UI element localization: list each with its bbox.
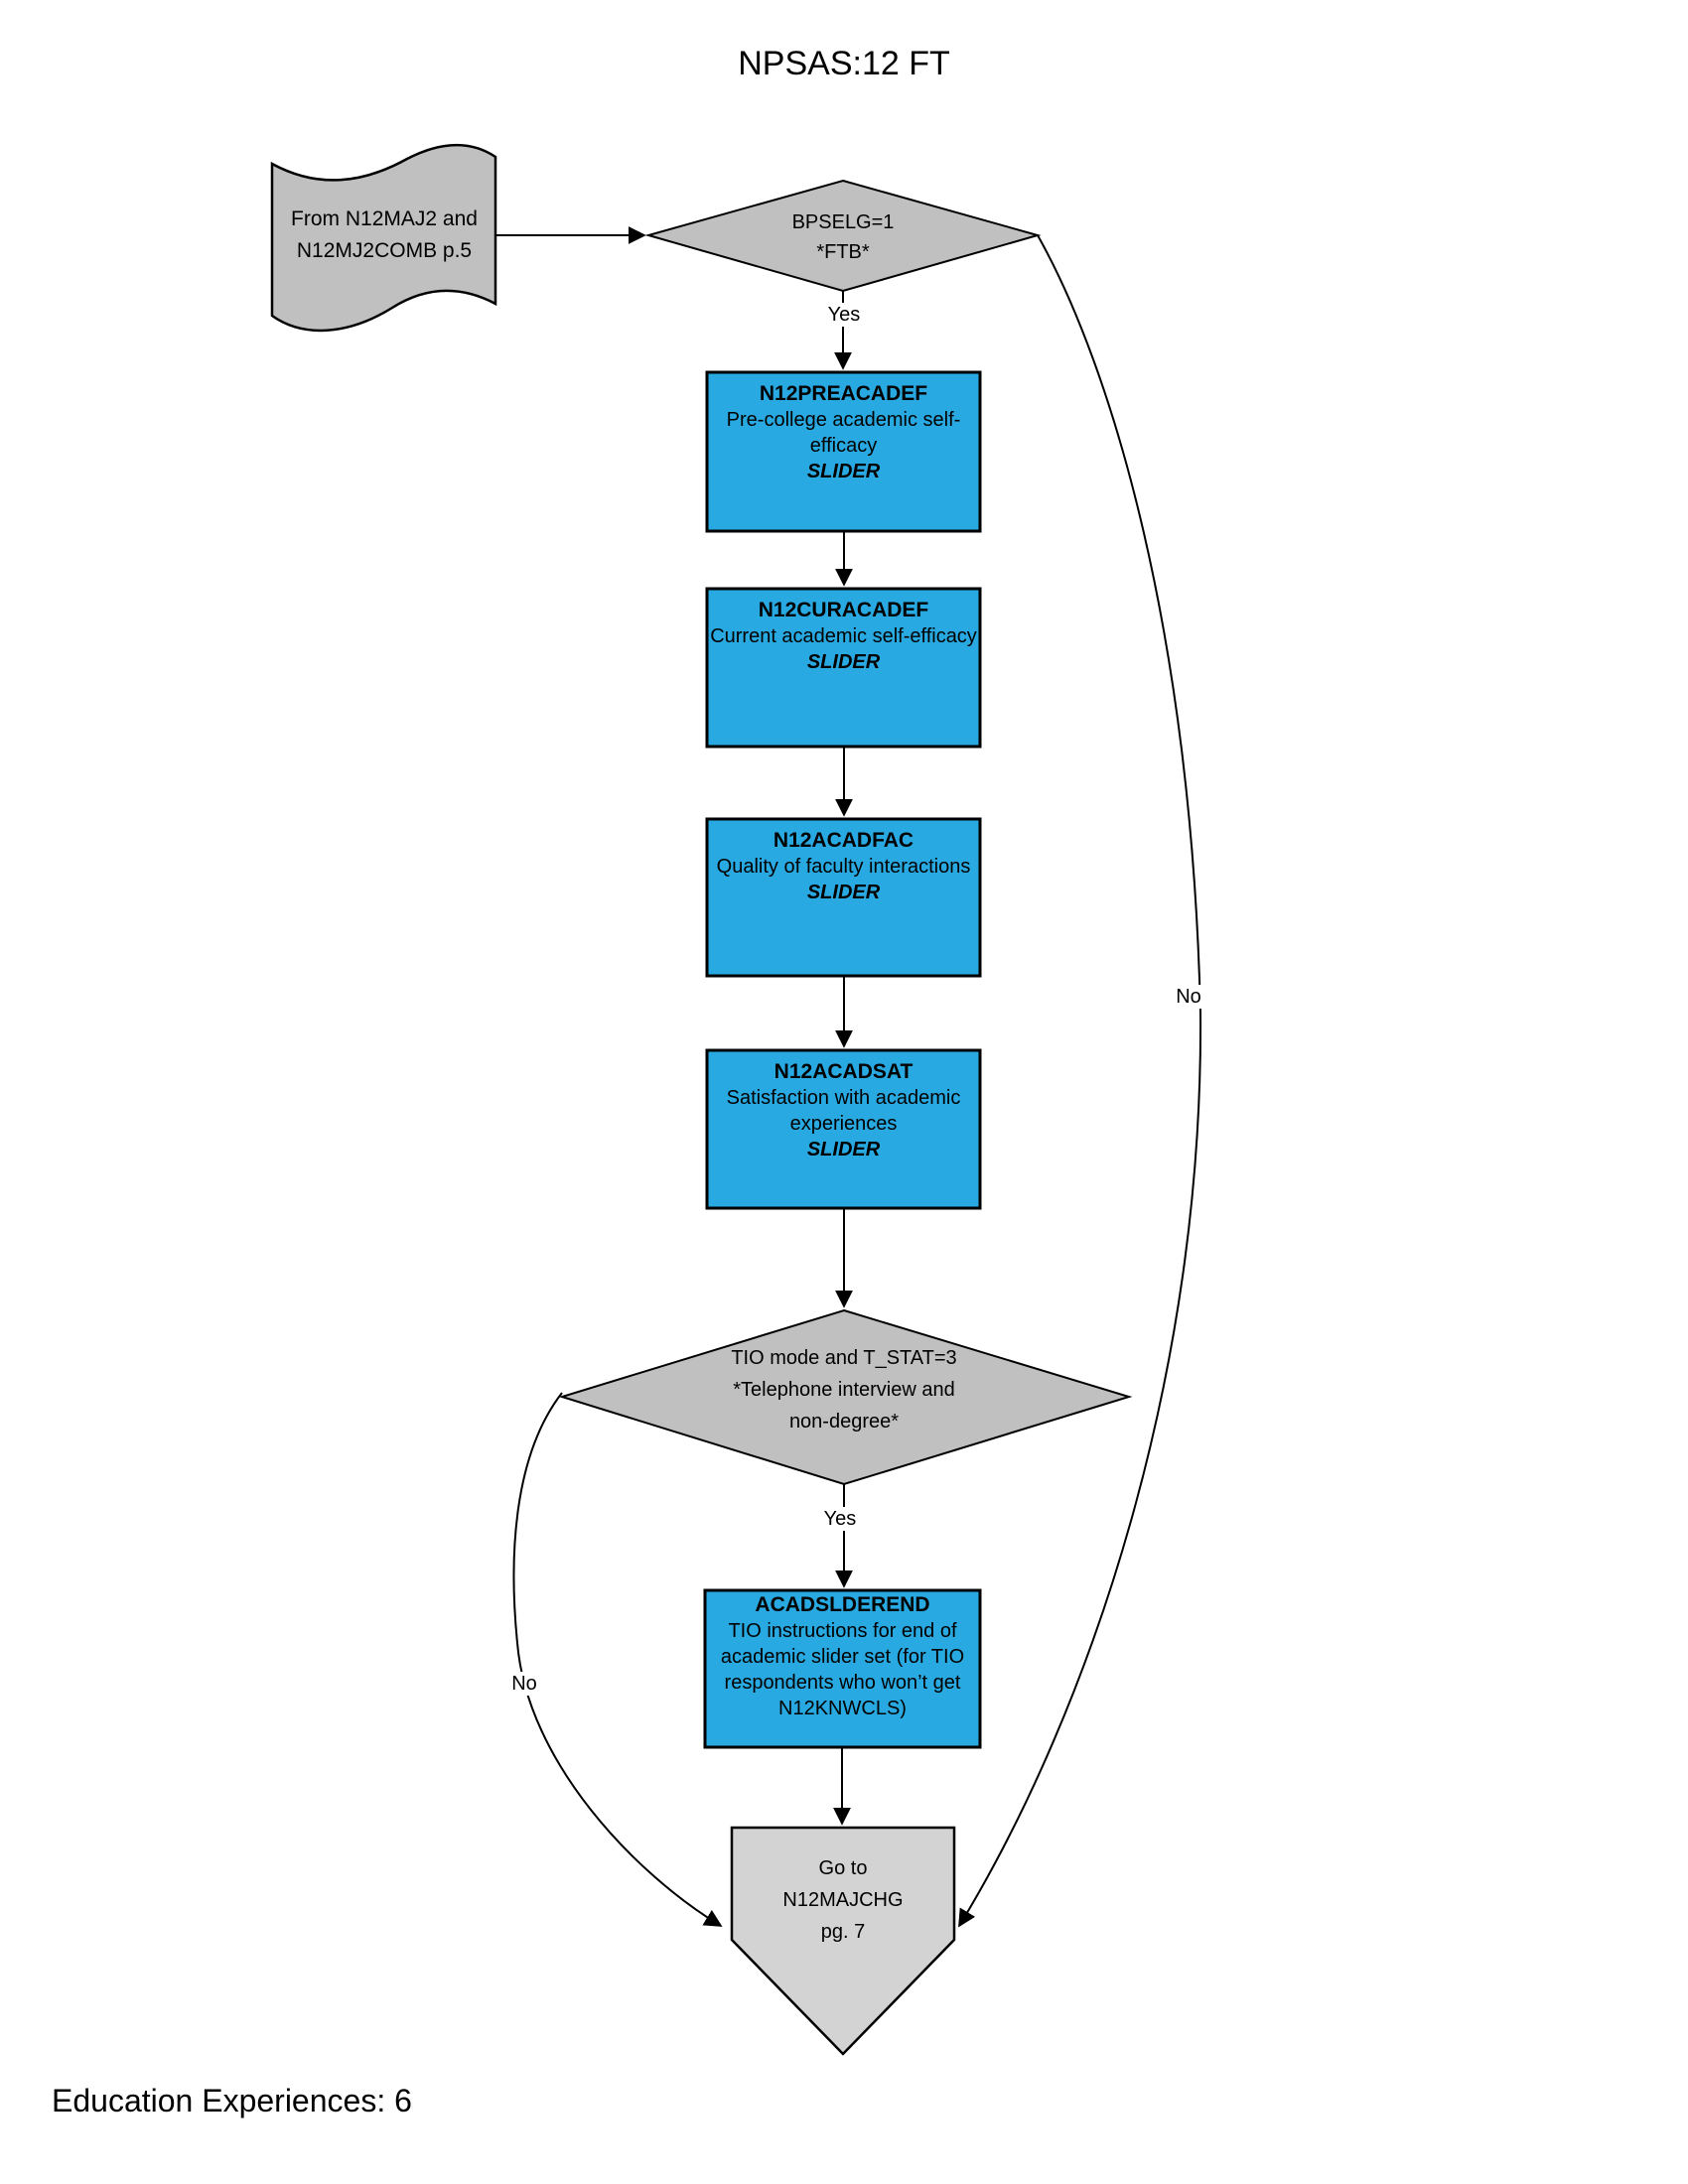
- process-tag: SLIDER: [806, 651, 881, 673]
- process-n12preacadef-label: N12PREACADEF Pre-college academic self-e…: [707, 372, 980, 531]
- process-name: N12ACADFAC: [773, 829, 914, 852]
- process-tag: SLIDER: [806, 461, 881, 482]
- page-footer: Education Experiences: 6: [52, 2083, 412, 2118]
- edge-label-no2: No: [508, 1672, 540, 1696]
- process-box-n12preacadef: [705, 370, 982, 533]
- terminal-goto-shape: [730, 1826, 956, 2056]
- process-name: ACADSLDEREND: [755, 1593, 930, 1616]
- process-desc: Current academic self-efficacy: [710, 625, 977, 647]
- process-desc: Satisfaction with academic experiences: [726, 1087, 961, 1135]
- process-name: N12CURACADEF: [758, 599, 929, 621]
- edge-label-no1: No: [1173, 985, 1204, 1009]
- process-n12acadfac-label: N12ACADFAC Quality of faculty interactio…: [707, 819, 980, 976]
- edge-label-yes1: Yes: [824, 303, 864, 327]
- process-desc: TIO instructions for end of academic sli…: [720, 1620, 965, 1719]
- process-tag: SLIDER: [806, 1139, 881, 1160]
- edge-decision1-no: [958, 234, 1202, 1928]
- process-n12acadsat-label: N12ACADSAT Satisfaction with academic ex…: [707, 1050, 980, 1208]
- process-box-n12acadsat: [705, 1048, 982, 1210]
- terminal-goto-label: Go to N12MAJCHG pg. 7: [782, 1857, 904, 1943]
- process-tag: SLIDER: [806, 882, 881, 903]
- process-acadslderend-label: ACADSLDEREND TIO instructions for end of…: [705, 1590, 980, 1747]
- decision-tio-shape: [558, 1308, 1133, 1486]
- edge-label-yes2: Yes: [820, 1507, 860, 1531]
- process-box-n12acadfac: [705, 817, 982, 978]
- process-desc: Pre-college academic self-efficacy: [726, 409, 961, 457]
- process-name: N12PREACADEF: [759, 382, 928, 405]
- decision-tio-label: TIO mode and T_STAT=3 *Telephone intervi…: [731, 1347, 957, 1433]
- edge-decision2-no: [512, 1392, 723, 1927]
- decision-bpselg-shape: [644, 179, 1042, 293]
- process-desc: Quality of faculty interactions: [716, 856, 971, 878]
- source-doc-shape: [270, 144, 497, 333]
- source-doc-label: From N12MAJ2 and N12MJ2COMB p.5: [291, 207, 478, 262]
- decision-bpselg-label: BPSELG=1 *FTB*: [791, 211, 895, 263]
- process-n12curacadef-label: N12CURACADEF Current academic self-effic…: [707, 589, 980, 747]
- process-box-n12curacadef: [705, 587, 982, 749]
- process-name: N12ACADSAT: [774, 1060, 914, 1083]
- page-title: NPSAS:12 FT: [738, 45, 950, 82]
- process-box-acadslderend: [703, 1588, 982, 1749]
